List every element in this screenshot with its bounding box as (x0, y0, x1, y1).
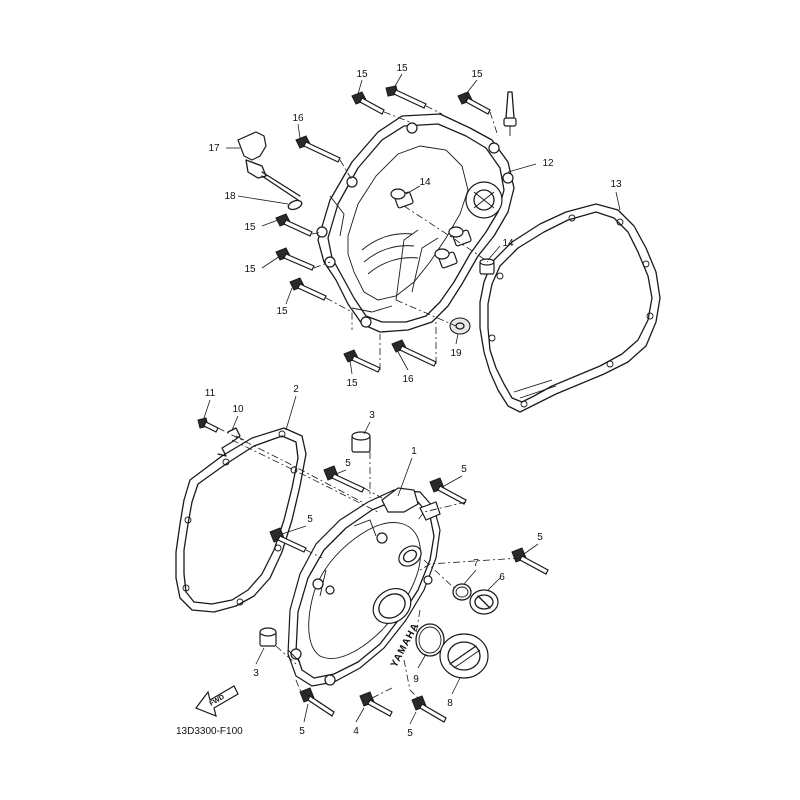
callout-14: 14 (502, 238, 514, 249)
plug-8 (439, 633, 489, 679)
callout-4: 4 (353, 726, 359, 737)
bolt-15-a (351, 91, 385, 115)
callout-7: 7 (473, 558, 479, 569)
callout-9: 9 (413, 674, 419, 685)
reference-code: 13D3300-F100 (176, 726, 243, 737)
callout-15: 15 (396, 63, 408, 74)
bolt-15-c (457, 91, 491, 115)
forward-arrow-icon: FWD (195, 685, 239, 717)
alignment-lines-upper (311, 105, 499, 370)
callout-16: 16 (402, 374, 414, 385)
leader-lines (203, 73, 621, 725)
bolt-5-d (511, 547, 549, 575)
callout-5: 5 (407, 728, 413, 739)
callout-5: 5 (461, 464, 467, 475)
callout-15: 15 (244, 264, 256, 275)
bolt-5-f (411, 695, 447, 723)
hose-fitting (503, 91, 517, 136)
callout-3: 3 (253, 668, 259, 679)
callout-15: 15 (244, 222, 256, 233)
oil-filler-dipstick (237, 131, 301, 201)
gasket-upper (479, 203, 661, 413)
plug-6 (469, 589, 499, 615)
dowel-pin-3-a (351, 431, 371, 453)
callout-13: 13 (610, 179, 622, 190)
crankcase-cover-outer (287, 487, 441, 687)
bolt-15-g (343, 349, 381, 373)
callout-12: 12 (542, 158, 554, 169)
bolt-16-b (391, 339, 437, 367)
callout-15: 15 (356, 69, 368, 80)
callout-16: 16 (292, 113, 304, 124)
callout-11: 11 (205, 388, 216, 399)
bolt-5-a (323, 465, 365, 493)
callout-14: 14 (419, 177, 431, 188)
callout-8: 8 (447, 698, 453, 709)
callout-5: 5 (345, 458, 351, 469)
dowel-pin (479, 258, 495, 275)
bolt-4 (359, 691, 393, 717)
callout-19: 19 (450, 348, 462, 359)
callouts-lower: 11 10 2 3 1 5 5 5 5 7 6 9 8 3 5 4 5 (205, 384, 543, 739)
callouts-upper: 15 15 15 16 17 18 15 15 15 14 12 13 14 1… (208, 63, 622, 389)
o-ring-9 (415, 623, 445, 657)
callout-5: 5 (307, 514, 313, 525)
bolt-15-e (275, 247, 315, 271)
wire-clamp (217, 427, 245, 457)
callout-15: 15 (276, 306, 288, 317)
callout-15: 15 (346, 378, 358, 389)
alignment-lines-lower (217, 427, 521, 713)
callout-5: 5 (537, 532, 543, 543)
bolt-15-b (385, 85, 427, 109)
callout-15: 15 (471, 69, 483, 80)
dowel-pin-3-b (259, 627, 277, 647)
bolt-5-e (299, 687, 335, 717)
callout-2: 2 (293, 384, 299, 395)
crankcase-cover-inner (316, 113, 515, 333)
callout-10: 10 (232, 404, 244, 415)
callout-6: 6 (499, 572, 505, 583)
callout-5: 5 (299, 726, 305, 737)
bolt-15-d (275, 213, 313, 237)
o-ring (287, 199, 303, 211)
gasket-lower (175, 427, 307, 613)
bolt-16-a (295, 135, 341, 163)
bolt-5-b (429, 477, 467, 505)
bolt-15-f (289, 277, 327, 301)
callout-18: 18 (224, 191, 236, 202)
o-ring-7 (452, 583, 472, 601)
callout-1: 1 (411, 446, 417, 457)
callout-3: 3 (369, 410, 375, 421)
callout-17: 17 (208, 143, 220, 154)
screw-11 (197, 417, 219, 433)
oil-seal (449, 317, 471, 335)
bolt-5-c (269, 527, 307, 553)
